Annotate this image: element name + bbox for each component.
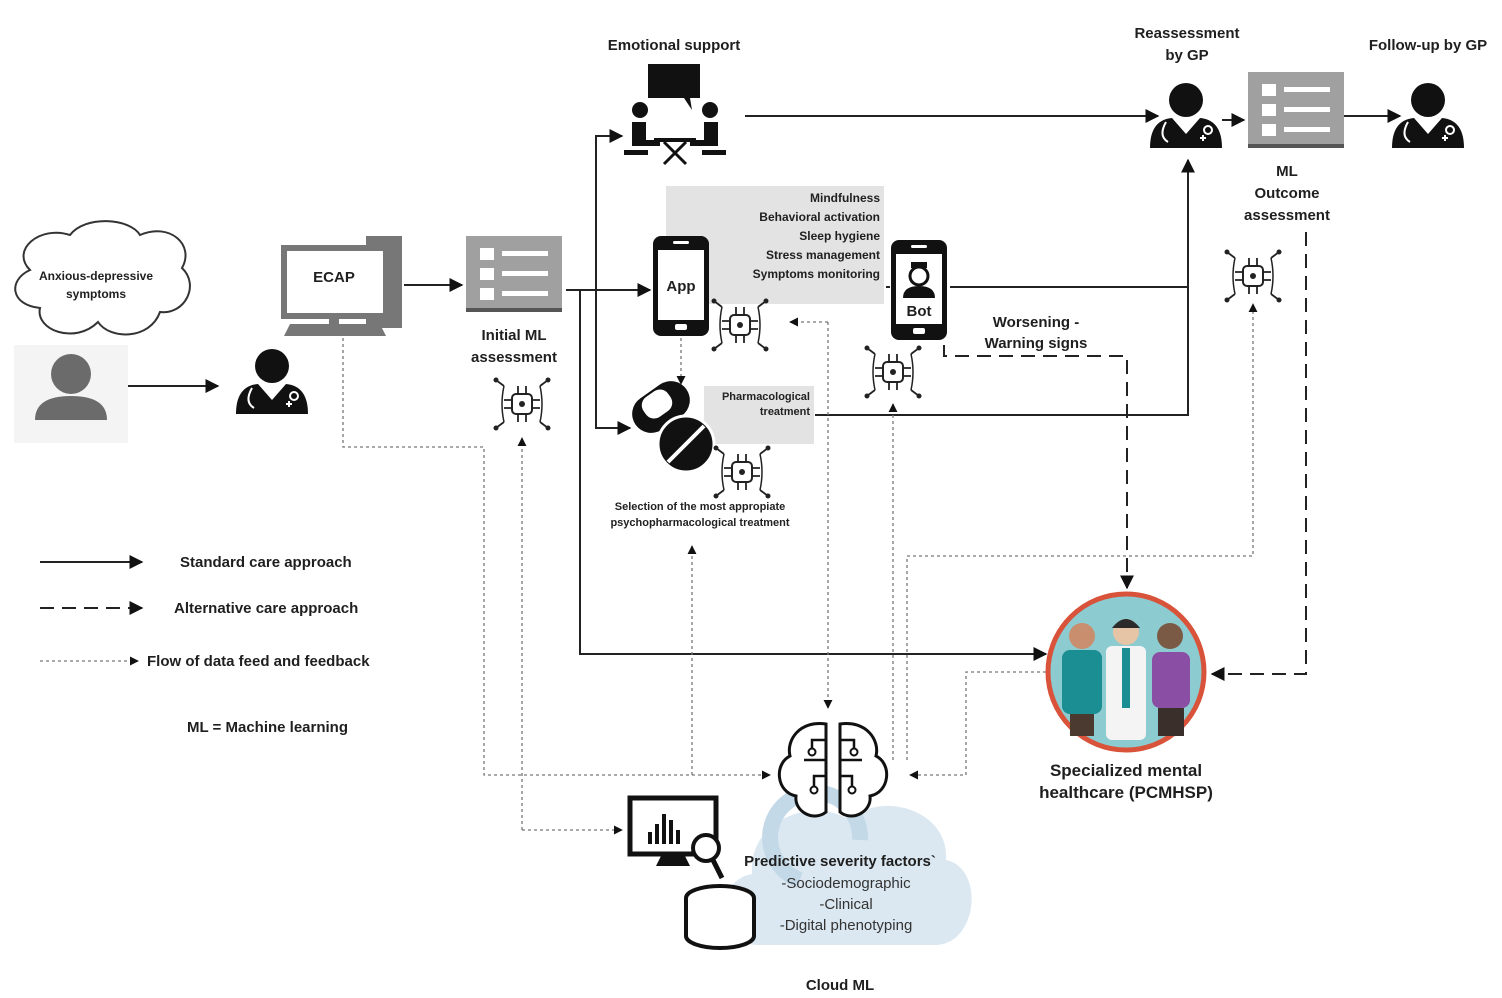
brain-circuit-icon bbox=[777, 722, 889, 818]
outcome-label-3: assessment bbox=[1244, 207, 1330, 224]
ecap-label: ECAP bbox=[313, 269, 355, 286]
specialized-label-1: Specialized mental bbox=[1050, 761, 1202, 780]
dotted-specialized-to-cloud bbox=[909, 671, 1046, 780]
thought-line-1: Anxious-depressive bbox=[39, 269, 153, 283]
specialized-label-2: healthcare (PCMHSP) bbox=[1039, 783, 1213, 802]
database-icon bbox=[684, 884, 756, 950]
counseling-icon bbox=[624, 64, 726, 166]
analytics-monitor-icon bbox=[627, 795, 725, 880]
cloud-factor: -Digital phenotyping bbox=[780, 917, 913, 934]
patient-node: Anxious-depressive symptoms bbox=[14, 220, 191, 443]
thought-line-2: symptoms bbox=[66, 287, 126, 301]
bot-label: Bot bbox=[907, 303, 932, 320]
warning-label-2: Warning signs bbox=[985, 335, 1088, 352]
reassessment-label-2: by GP bbox=[1165, 47, 1208, 64]
cloud-factor: -Clinical bbox=[819, 896, 872, 913]
pharma-box-line-1: Pharmacological bbox=[722, 391, 810, 403]
legend-label: Flow of data feed and feedback bbox=[147, 653, 370, 670]
reassessment-label-1: Reassessment bbox=[1134, 25, 1239, 42]
legend-note: ML = Machine learning bbox=[187, 719, 348, 736]
initial-ml-form-icon bbox=[466, 236, 562, 312]
cloud-title: Predictive severity factors` bbox=[744, 853, 936, 870]
dashed-outcome-to-specialized bbox=[1210, 232, 1307, 681]
intervention-item: Mindfulness bbox=[810, 191, 880, 205]
specialized-team-icon bbox=[1045, 591, 1207, 753]
dotted-cloud-to-outcome-chip bbox=[906, 303, 1258, 760]
initial-ml-label-1: Initial ML bbox=[482, 327, 547, 344]
warning-label-1: Worsening - bbox=[993, 314, 1079, 331]
pharma-caption-1: Selection of the most appropiate bbox=[615, 501, 786, 513]
cloud-ml-label: Cloud ML bbox=[806, 977, 874, 994]
legend-label: Alternative care approach bbox=[174, 600, 358, 617]
arrow-ml-to-specialized bbox=[579, 290, 1048, 661]
nurse-bot-icon bbox=[903, 262, 935, 298]
outcome-label-2: Outcome bbox=[1254, 185, 1319, 202]
gp-doctor-icon bbox=[235, 348, 309, 415]
patient-icon bbox=[14, 345, 128, 443]
ecap-computer-icon: ECAP bbox=[281, 236, 402, 336]
reassessment-doctor-icon bbox=[1149, 82, 1223, 149]
initial-ml-label-2: assessment bbox=[471, 349, 557, 366]
dotted-ecap-to-cloud bbox=[342, 338, 771, 780]
legend-label: Standard care approach bbox=[180, 554, 352, 571]
outcome-form-icon bbox=[1248, 72, 1344, 148]
dashed-warning-to-specialized bbox=[943, 345, 1134, 590]
app-label: App bbox=[666, 278, 695, 295]
arrow-ml-to-emotional-support bbox=[595, 129, 624, 290]
emotional-support-label: Emotional support bbox=[608, 37, 741, 54]
followup-label: Follow-up by GP bbox=[1369, 37, 1487, 54]
ai-chip-icon-pharma bbox=[712, 444, 772, 500]
intervention-item: Stress management bbox=[766, 248, 880, 262]
pills-icon bbox=[632, 381, 716, 474]
intervention-item: Behavioral activation bbox=[759, 210, 880, 224]
ai-chip-icon-bot bbox=[863, 344, 923, 400]
ai-chip-icon-app bbox=[710, 297, 770, 353]
thought-cloud bbox=[14, 220, 191, 336]
intervention-item: Sleep hygiene bbox=[799, 229, 880, 243]
pharma-panel bbox=[704, 386, 814, 444]
pharma-caption-2: psychopharmacological treatment bbox=[610, 517, 789, 529]
arrow-pharma-to-reassessment bbox=[815, 158, 1195, 416]
ai-chip-icon-initial bbox=[492, 376, 552, 432]
pharma-box-line-2: treatment bbox=[760, 406, 810, 418]
interventions-list: Mindfulness Behavioral activation Sleep … bbox=[753, 191, 881, 281]
arrow-ml-to-pharma bbox=[595, 290, 632, 435]
followup-doctor-icon bbox=[1391, 82, 1465, 149]
ai-chip-icon-outcome bbox=[1223, 248, 1283, 304]
intervention-item: Symptoms monitoring bbox=[753, 267, 880, 281]
cloud-shape bbox=[723, 805, 972, 945]
legend: Standard care approach Alternative care … bbox=[40, 554, 370, 736]
outcome-label-1: ML bbox=[1276, 163, 1298, 180]
cloud-factor: -Sociodemographic bbox=[781, 875, 911, 892]
